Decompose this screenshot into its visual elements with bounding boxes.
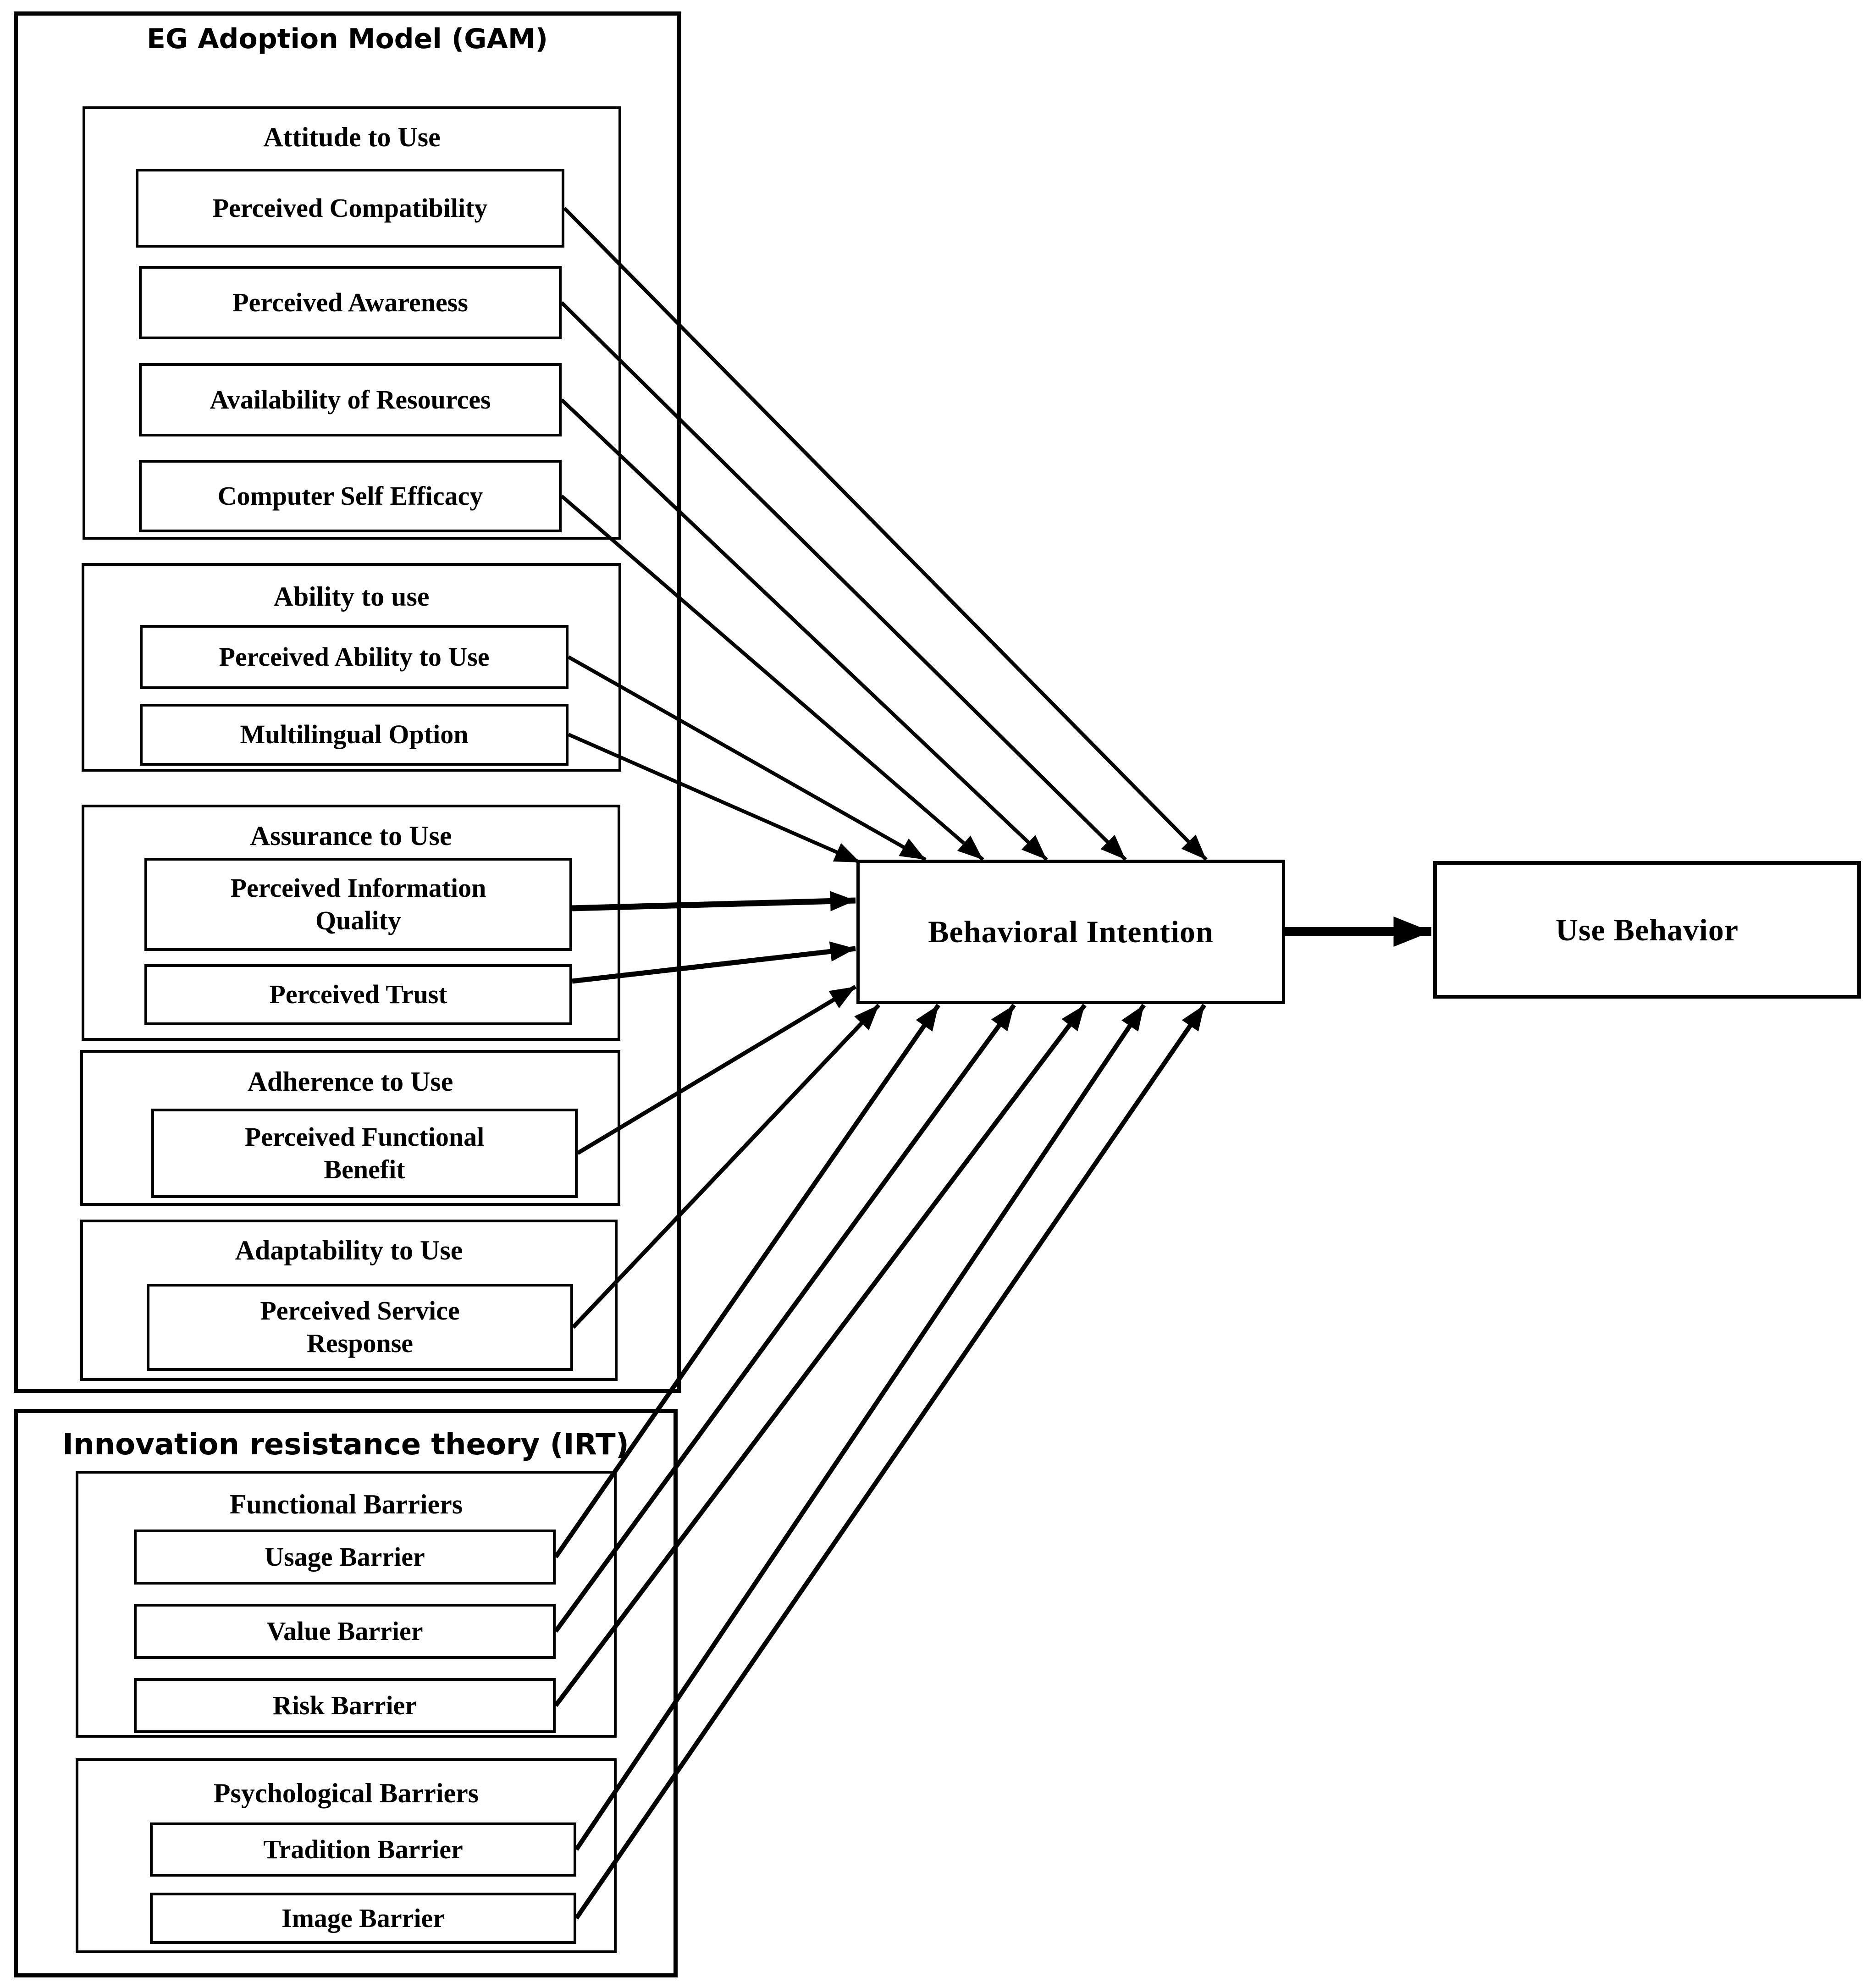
box-risk-barrier-label: Risk Barrier (272, 1690, 417, 1720)
box-image-barrier-label: Image Barrier (282, 1903, 445, 1933)
box-perceived-compatibility: Perceived Compatibility (136, 169, 564, 248)
box-computer-self-efficacy: Computer Self Efficacy (139, 460, 562, 532)
box-computer-self-efficacy-label: Computer Self Efficacy (217, 480, 483, 511)
box-risk-barrier: Risk Barrier (134, 1678, 556, 1733)
box-tradition-barrier-label: Tradition Barrier (263, 1834, 463, 1864)
box-perceived-trust-label: Perceived Trust (269, 979, 447, 1010)
group-ability-title: Ability to use (273, 581, 430, 612)
box-perceived-awareness: Perceived Awareness (139, 266, 562, 339)
box-use-behavior-label: Use Behavior (1555, 912, 1739, 947)
gam-title: EG Adoption Model (GAM) (146, 23, 548, 55)
box-image-barrier: Image Barrier (150, 1893, 576, 1944)
box-multilingual-option-label: Multilingual Option (240, 719, 469, 750)
box-value-barrier: Value Barrier (134, 1604, 556, 1659)
group-functional-barriers-title: Functional Barriers (229, 1489, 463, 1519)
box-perceived-awareness-label: Perceived Awareness (232, 287, 468, 317)
group-assurance-title: Assurance to Use (250, 821, 452, 851)
box-perceived-ability-to-use: Perceived Ability to Use (140, 625, 569, 689)
box-perceived-service-response-label: Perceived Service Response (260, 1296, 460, 1358)
box-perceived-information-quality: Perceived Information Quality (144, 858, 572, 951)
box-tradition-barrier: Tradition Barrier (150, 1822, 576, 1877)
box-usage-barrier: Usage Barrier (134, 1530, 556, 1585)
irt-title: Innovation resistance theory (IRT) (62, 1428, 629, 1462)
box-perceived-compatibility-label: Perceived Compatibility (212, 193, 488, 223)
box-availability-of-resources: Availability of Resources (139, 363, 562, 436)
box-use-behavior: Use Behavior (1433, 861, 1861, 999)
box-value-barrier-label: Value Barrier (266, 1616, 423, 1646)
group-attitude-title: Attitude to Use (263, 122, 441, 152)
group-psychological-barriers-title: Psychological Barriers (213, 1778, 479, 1808)
box-multilingual-option: Multilingual Option (140, 704, 569, 766)
box-perceived-functional-benefit: Perceived Functional Benefit (151, 1109, 578, 1198)
box-perceived-trust: Perceived Trust (144, 964, 572, 1025)
box-availability-of-resources-label: Availability of Resources (210, 384, 491, 414)
box-perceived-functional-benefit-label: Perceived Functional Benefit (244, 1121, 485, 1184)
box-perceived-information-quality-label: Perceived Information Quality (230, 873, 486, 935)
box-perceived-ability-to-use-label: Perceived Ability to Use (219, 641, 490, 672)
box-behavioral-intention: Behavioral Intention (856, 860, 1285, 1004)
box-usage-barrier-label: Usage Barrier (265, 1541, 425, 1572)
group-adherence-title: Adherence to Use (247, 1066, 453, 1097)
group-adaptability-title: Adaptability to Use (235, 1235, 463, 1265)
box-perceived-service-response: Perceived Service Response (147, 1284, 573, 1371)
box-behavioral-intention-label: Behavioral Intention (928, 914, 1214, 950)
